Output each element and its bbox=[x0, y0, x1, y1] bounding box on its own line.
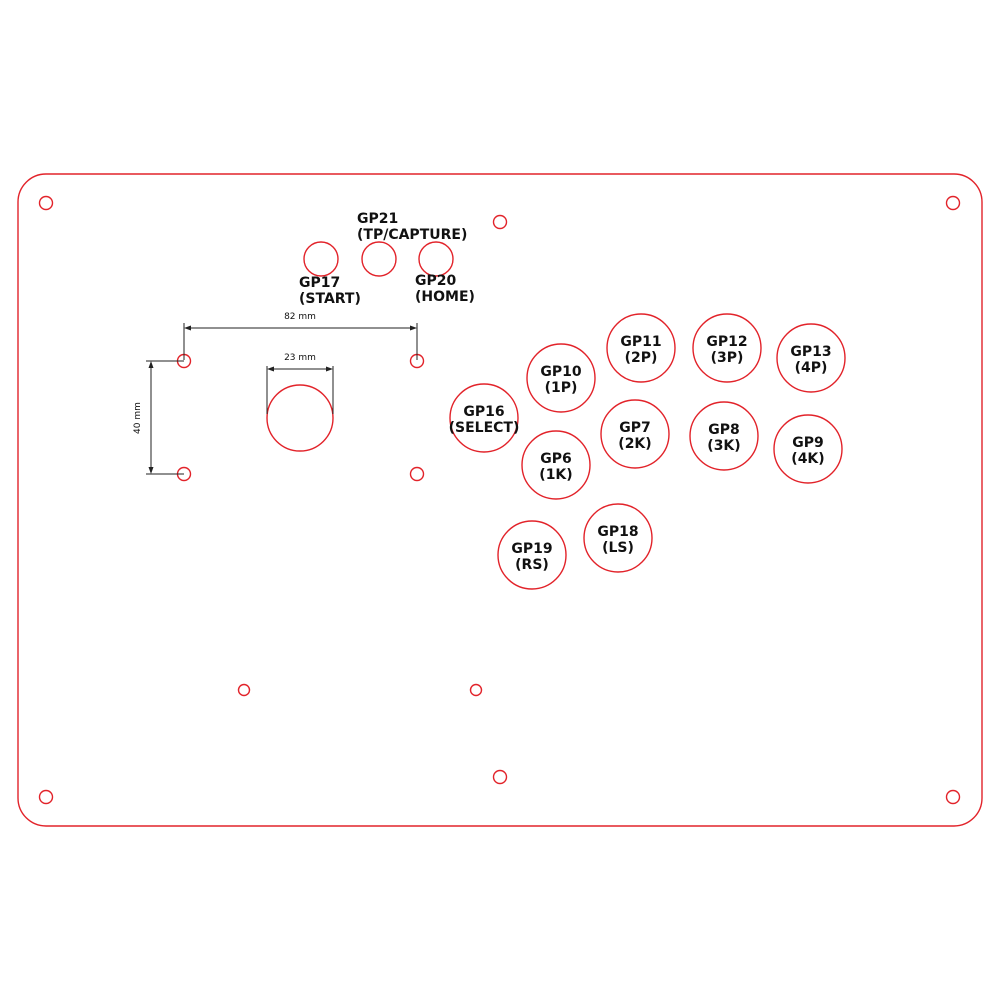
button-gp7: GP7(2K) bbox=[600, 399, 670, 469]
dimension-23mm: 23 mm bbox=[266, 353, 334, 414]
button-hole-gp10 bbox=[526, 343, 596, 413]
mount-hole bbox=[492, 769, 508, 785]
button-label-gp16-line1: GP16 bbox=[463, 404, 504, 420]
button-label-gp18-line1: GP18 bbox=[597, 524, 638, 540]
button-label-gp7-line1: GP7 bbox=[619, 420, 651, 436]
button-hole-gp11 bbox=[606, 313, 676, 383]
button-label-gp17-line2: (START) bbox=[299, 291, 361, 307]
button-gp18: GP18(LS) bbox=[583, 503, 653, 573]
button-label-gp17-line1: GP17 bbox=[299, 275, 340, 291]
button-hole-gp16 bbox=[449, 383, 519, 453]
dimension-82mm: 82 mm bbox=[183, 312, 418, 360]
button-gp12: GP12(3P) bbox=[692, 313, 762, 383]
button-label-gp11-line1: GP11 bbox=[620, 334, 661, 350]
button-label-gp13-line2: (4P) bbox=[795, 360, 828, 376]
button-label-gp9-line1: GP9 bbox=[792, 435, 824, 451]
button-hole-gp13 bbox=[776, 323, 846, 393]
dimension-label-40mm: 40 mm bbox=[133, 402, 143, 434]
button-label-gp16-line2: (SELECT) bbox=[449, 420, 520, 436]
button-label-gp20-line1: GP20 bbox=[415, 273, 456, 289]
corner-mount-hole bbox=[38, 789, 54, 805]
button-label-gp6-line1: GP6 bbox=[540, 451, 572, 467]
button-gp6: GP6(1K) bbox=[521, 430, 591, 500]
button-hole-gp7 bbox=[600, 399, 670, 469]
dimension-label-82mm: 82 mm bbox=[284, 312, 316, 322]
dimension-40mm: 40 mm bbox=[133, 360, 184, 475]
button-label-gp10-line2: (1P) bbox=[545, 380, 578, 396]
button-hole-gp19 bbox=[497, 520, 567, 590]
button-label-gp19-line2: (RS) bbox=[515, 557, 549, 573]
button-gp13: GP13(4P) bbox=[776, 323, 846, 393]
button-label-gp11-line2: (2P) bbox=[625, 350, 658, 366]
button-label-gp13-line1: GP13 bbox=[790, 344, 831, 360]
button-label-gp19-line1: GP19 bbox=[511, 541, 552, 557]
lever-mount-hole bbox=[409, 466, 425, 482]
button-label-gp12-line2: (3P) bbox=[711, 350, 744, 366]
button-label-gp21-line1: GP21 bbox=[357, 211, 398, 227]
corner-mount-hole bbox=[945, 195, 961, 211]
button-gp9: GP9(4K) bbox=[773, 414, 843, 484]
corner-mount-hole bbox=[945, 789, 961, 805]
button-gp21: GP21(TP/CAPTURE) bbox=[357, 211, 467, 277]
mount-hole bbox=[492, 214, 508, 230]
button-label-gp8-line2: (3K) bbox=[707, 438, 740, 454]
button-label-gp7-line2: (2K) bbox=[618, 436, 651, 452]
button-hole-gp17 bbox=[303, 241, 339, 277]
button-label-gp6-line2: (1K) bbox=[539, 467, 572, 483]
button-gp8: GP8(3K) bbox=[689, 401, 759, 471]
button-gp17: GP17(START) bbox=[299, 241, 361, 307]
button-label-gp21-line2: (TP/CAPTURE) bbox=[357, 227, 467, 243]
button-gp19: GP19(RS) bbox=[497, 520, 567, 590]
mount-hole bbox=[469, 683, 483, 697]
button-hole-gp18 bbox=[583, 503, 653, 573]
button-layer: GP17(START)GP21(TP/CAPTURE)GP20(HOME)GP1… bbox=[299, 211, 846, 590]
button-gp20: GP20(HOME) bbox=[415, 241, 475, 305]
lever-hole bbox=[266, 384, 334, 452]
button-label-gp18-line2: (LS) bbox=[602, 540, 634, 556]
dimension-label-23mm: 23 mm bbox=[284, 353, 316, 363]
button-label-gp10-line1: GP10 bbox=[540, 364, 581, 380]
panel-outline bbox=[17, 173, 983, 827]
button-label-gp12-line1: GP12 bbox=[706, 334, 747, 350]
button-hole-gp20 bbox=[418, 241, 454, 277]
button-hole-gp9 bbox=[773, 414, 843, 484]
button-label-gp20-line2: (HOME) bbox=[415, 289, 475, 305]
button-label-gp9-line2: (4K) bbox=[791, 451, 824, 467]
button-gp11: GP11(2P) bbox=[606, 313, 676, 383]
corner-mount-hole bbox=[38, 195, 54, 211]
button-label-gp8-line1: GP8 bbox=[708, 422, 740, 438]
button-hole-gp12 bbox=[692, 313, 762, 383]
button-hole-gp21 bbox=[361, 241, 397, 277]
mount-hole bbox=[237, 683, 251, 697]
button-hole-gp8 bbox=[689, 401, 759, 471]
button-gp16: GP16(SELECT) bbox=[449, 383, 520, 453]
button-gp10: GP10(1P) bbox=[526, 343, 596, 413]
button-hole-gp6 bbox=[521, 430, 591, 500]
